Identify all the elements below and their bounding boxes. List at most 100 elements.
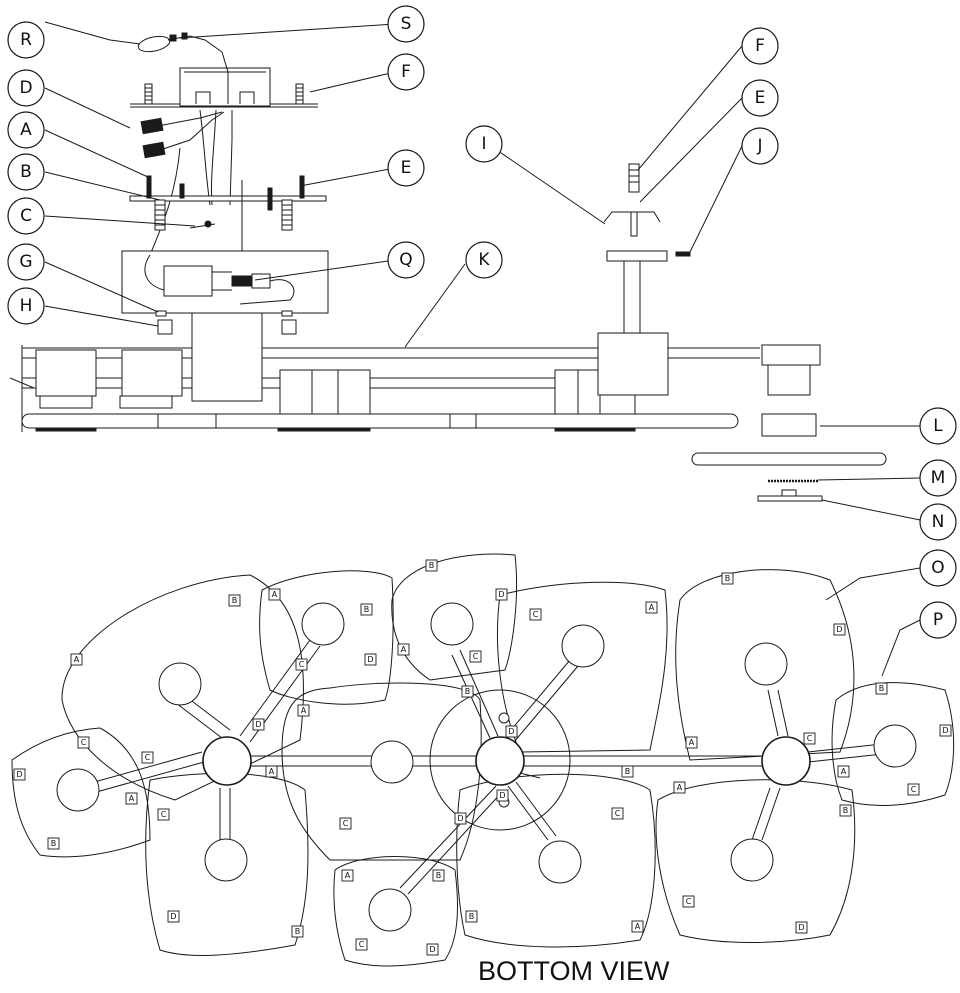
svg-text:E: E [401,158,412,178]
svg-text:D: D [508,727,514,736]
tag-D: D [496,789,509,802]
tag-C: C [295,658,308,671]
tag-D: D [505,725,518,738]
callout-E-left: E [387,149,425,187]
svg-text:C: C [615,809,621,818]
svg-text:B: B [469,912,475,921]
svg-text:R: R [20,30,32,50]
lens-clip-hardware [603,163,691,257]
svg-text:A: A [689,738,695,747]
svg-text:I: I [481,134,486,154]
svg-text:A: A [272,590,278,599]
callout-P: P [919,601,957,639]
svg-text:B: B [436,871,442,880]
set-screw-and-cap [155,310,297,335]
svg-text:K: K [478,250,490,270]
center-hub [191,180,263,402]
tag-D: D [364,653,377,666]
svg-text:O: O [931,558,944,578]
tag-D: D [939,724,952,737]
tag-A: A [341,869,354,882]
tag-C: C [157,808,170,821]
tag-A: A [297,704,310,717]
svg-text:C: C [161,810,167,819]
tag-B: B [432,869,445,882]
svg-text:L: L [933,416,943,436]
svg-text:B: B [879,684,885,693]
tag-C: C [355,938,368,951]
svg-text:P: P [933,610,943,630]
tag-C: C [611,807,624,820]
svg-text:B: B [51,839,57,848]
wire-nuts [140,109,233,256]
svg-text:C: C [911,785,917,794]
svg-text:A: A [301,706,307,715]
tag-B: B [839,804,852,817]
mounting-strap [129,175,327,231]
tag-D: D [252,718,265,731]
svg-text:A: A [74,655,80,664]
svg-text:B: B [625,767,631,776]
tag-C: C [141,751,154,764]
tag-A: A [631,920,644,933]
callout-M: M [919,459,957,497]
bottom-hubs [202,712,811,808]
svg-text:F: F [755,36,765,56]
svg-text:C: C [145,753,151,762]
tag-B: B [425,559,438,572]
tag-C: C [529,608,542,621]
tag-D: D [495,588,508,601]
svg-text:D: D [255,720,261,729]
callout-E-right: E [741,79,779,117]
svg-text:A: A [841,767,847,776]
tag-A: A [125,792,138,805]
tag-A: A [837,765,850,778]
tag-D: D [795,921,808,934]
tag-A: A [645,601,658,614]
callout-F-top: F [387,53,425,91]
svg-text:C: C [81,738,87,747]
bottom-view: B A C A B D C D B D A C C A B D B D A C … [11,553,955,967]
tag-A: A [673,781,686,794]
callout-K: K [465,241,503,279]
svg-text:N: N [932,512,945,532]
tag-C: C [469,650,482,663]
callout-F-right: F [741,27,779,65]
svg-text:D: D [498,590,504,599]
tag-C: C [907,783,920,796]
svg-text:D: D [499,791,505,800]
tag-B: B [461,685,474,698]
tag-B: B [721,572,734,585]
svg-text:B: B [295,927,301,936]
callout-B: B [7,153,45,191]
callout-I: I [465,125,503,163]
svg-text:D: D [457,814,463,823]
callout-C: C [7,197,45,235]
svg-text:M: M [931,468,946,488]
leader-lines [44,21,921,677]
svg-text:B: B [364,605,370,614]
exploded-side-view [9,32,887,502]
svg-text:Q: Q [399,250,412,270]
callout-J: J [741,127,779,165]
svg-text:A: A [20,120,32,140]
tag-D: D [454,812,467,825]
svg-text:A: A [129,794,135,803]
tag-A: A [397,643,410,656]
callout-N: N [919,503,957,541]
callout-O: O [919,549,957,587]
svg-text:S: S [401,14,412,34]
svg-text:B: B [20,162,32,182]
callout-H: H [7,287,45,325]
bottom-light-heads [56,602,917,932]
svg-text:H: H [20,296,33,316]
svg-text:G: G [19,252,32,272]
svg-text:D: D [16,770,22,779]
svg-text:C: C [299,660,305,669]
panel-tags: B A C A B D C D B D A C C A B D B D A C … [13,559,952,956]
svg-text:D: D [942,726,948,735]
svg-text:A: A [401,645,407,654]
tag-C: C [77,736,90,749]
svg-text:A: A [635,922,641,931]
tag-A: A [685,736,698,749]
